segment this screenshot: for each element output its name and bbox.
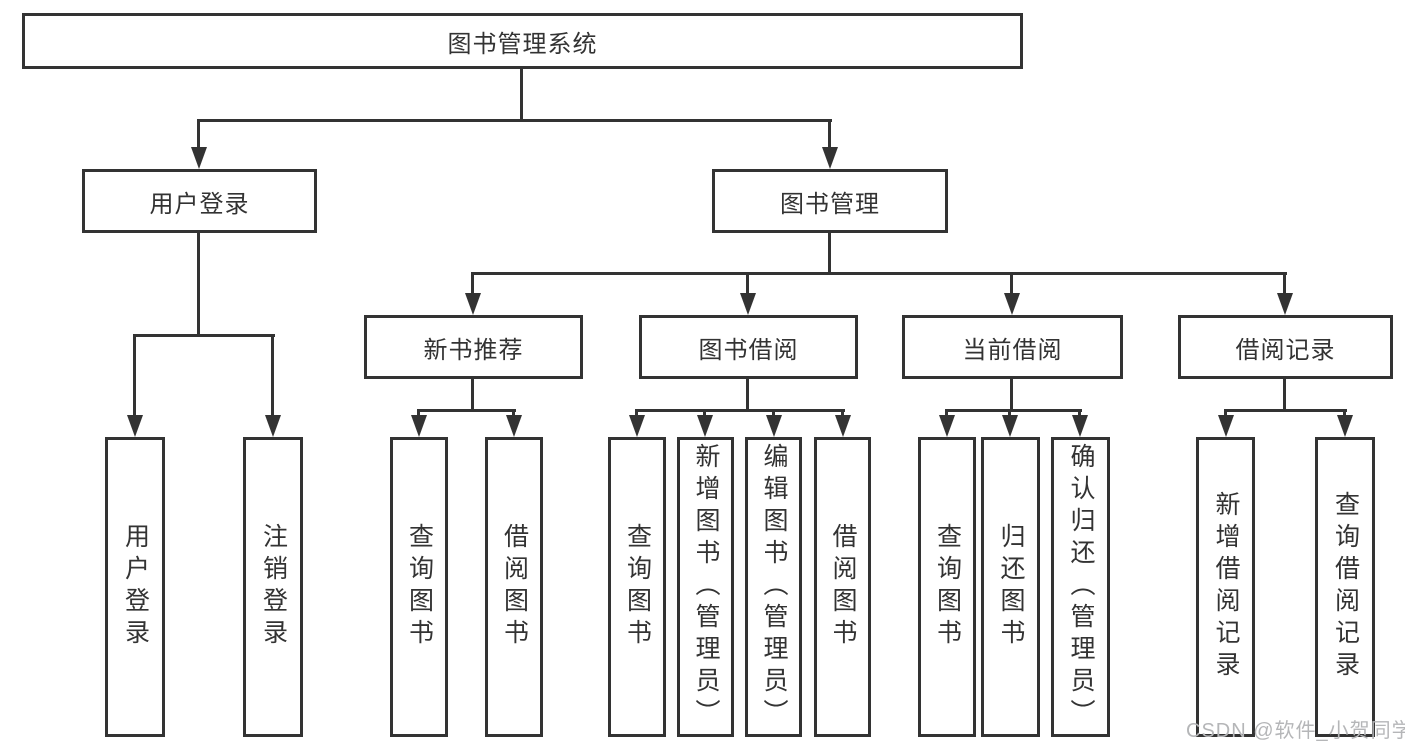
- connector-segment: [520, 69, 523, 122]
- arrow-down-icon: [191, 147, 207, 169]
- arrow-down-icon: [465, 293, 481, 315]
- connector-segment: [841, 409, 844, 417]
- connector-segment: [635, 409, 638, 417]
- leaf-recommend-query-books-label: 查询图书: [405, 523, 434, 651]
- arrow-down-icon: [506, 415, 522, 437]
- node-user-login: 用户登录: [82, 169, 317, 233]
- connector-segment: [1008, 409, 1011, 417]
- connector-segment: [1283, 379, 1286, 412]
- node-borrow-records: 借阅记录: [1178, 315, 1393, 379]
- leaf-current-return-books: 归还图书: [981, 437, 1040, 737]
- leaf-user-login: 用户登录: [105, 437, 165, 737]
- arrow-down-icon: [822, 147, 838, 169]
- connector-segment: [512, 409, 515, 417]
- node-new-book-recommend-label: 新书推荐: [423, 336, 524, 364]
- arrow-down-icon: [1218, 415, 1234, 437]
- connector-segment: [945, 409, 948, 417]
- connector-segment: [703, 409, 706, 417]
- node-book-management: 图书管理: [712, 169, 948, 233]
- leaf-borrow-edit-books-admin-label: 编辑图书（管理员）: [760, 443, 788, 731]
- connector-segment: [1225, 409, 1347, 412]
- leaf-current-confirm-return-admin: 确认归还（管理员）: [1051, 437, 1110, 737]
- arrow-down-icon: [1004, 293, 1020, 315]
- arrow-down-icon: [766, 415, 782, 437]
- connector-segment: [772, 409, 775, 417]
- node-new-book-recommend: 新书推荐: [364, 315, 583, 379]
- connector-segment: [418, 409, 516, 412]
- connector-segment: [746, 379, 749, 412]
- node-book-borrow-label: 图书借阅: [698, 336, 799, 364]
- arrow-down-icon: [1002, 415, 1018, 437]
- leaf-borrow-edit-books-admin: 编辑图书（管理员）: [745, 437, 802, 737]
- arrow-down-icon: [127, 415, 143, 437]
- connector-segment: [197, 119, 200, 149]
- leaf-recommend-borrow-books: 借阅图书: [485, 437, 543, 737]
- connector-segment: [1224, 409, 1227, 417]
- arrow-down-icon: [1337, 415, 1353, 437]
- leaf-borrow-add-books-admin: 新增图书（管理员）: [677, 437, 734, 737]
- arrow-down-icon: [1277, 293, 1293, 315]
- connector-segment: [197, 119, 832, 122]
- arrow-down-icon: [265, 415, 281, 437]
- leaf-current-query-books-label: 查询图书: [933, 523, 962, 651]
- connector-segment: [1010, 379, 1013, 412]
- connector-segment: [1283, 272, 1286, 295]
- connector-segment: [271, 334, 274, 415]
- node-current-borrow: 当前借阅: [902, 315, 1123, 379]
- connector-segment: [828, 233, 831, 275]
- leaf-records-add-record-label: 新增借阅记录: [1212, 491, 1240, 683]
- leaf-borrow-query-books-label: 查询图书: [623, 523, 652, 651]
- connector-segment: [1010, 272, 1013, 295]
- node-root-label: 图书管理系统: [447, 30, 598, 58]
- arrow-down-icon: [629, 415, 645, 437]
- connector-segment: [133, 334, 136, 415]
- connector-segment: [134, 334, 275, 337]
- leaf-logout-label: 注销登录: [259, 523, 288, 651]
- leaf-records-query-record-label: 查询借阅记录: [1331, 491, 1360, 683]
- node-user-login-label: 用户登录: [149, 190, 250, 218]
- arrow-down-icon: [740, 293, 756, 315]
- leaf-recommend-borrow-books-label: 借阅图书: [500, 523, 529, 651]
- leaf-borrow-borrow-books: 借阅图书: [814, 437, 871, 737]
- arrow-down-icon: [1072, 415, 1088, 437]
- leaf-current-query-books: 查询图书: [918, 437, 976, 737]
- node-book-borrow: 图书借阅: [639, 315, 858, 379]
- leaf-current-return-books-label: 归还图书: [997, 523, 1025, 651]
- connector-segment: [417, 409, 420, 417]
- connector-segment: [746, 272, 749, 295]
- leaf-borrow-borrow-books-label: 借阅图书: [829, 523, 857, 651]
- arrow-down-icon: [835, 415, 851, 437]
- watermark: CSDN @软件_小贺同学: [1186, 720, 1405, 742]
- leaf-current-confirm-return-admin-label: 确认归还（管理员）: [1067, 443, 1095, 731]
- leaf-borrow-query-books: 查询图书: [608, 437, 666, 737]
- node-book-management-label: 图书管理: [780, 190, 880, 218]
- leaf-borrow-add-books-admin-label: 新增图书（管理员）: [692, 443, 720, 731]
- arrow-down-icon: [411, 415, 427, 437]
- node-root: 图书管理系统: [22, 13, 1023, 69]
- leaf-records-add-record: 新增借阅记录: [1196, 437, 1255, 737]
- connector-segment: [828, 119, 831, 149]
- leaf-user-login-label: 用户登录: [121, 523, 150, 651]
- connector-segment: [1078, 409, 1081, 417]
- connector-segment: [471, 272, 1287, 275]
- arrow-down-icon: [939, 415, 955, 437]
- leaf-logout: 注销登录: [243, 437, 303, 737]
- leaf-recommend-query-books: 查询图书: [390, 437, 448, 737]
- leaf-records-query-record: 查询借阅记录: [1315, 437, 1375, 737]
- connector-segment: [636, 409, 845, 412]
- connector-segment: [471, 272, 474, 295]
- node-current-borrow-label: 当前借阅: [962, 336, 1063, 364]
- connector-segment: [946, 409, 1082, 412]
- arrow-down-icon: [697, 415, 713, 437]
- connector-segment: [1343, 409, 1346, 417]
- connector-segment: [471, 379, 474, 412]
- node-borrow-records-label: 借阅记录: [1235, 336, 1336, 364]
- connector-segment: [197, 233, 200, 337]
